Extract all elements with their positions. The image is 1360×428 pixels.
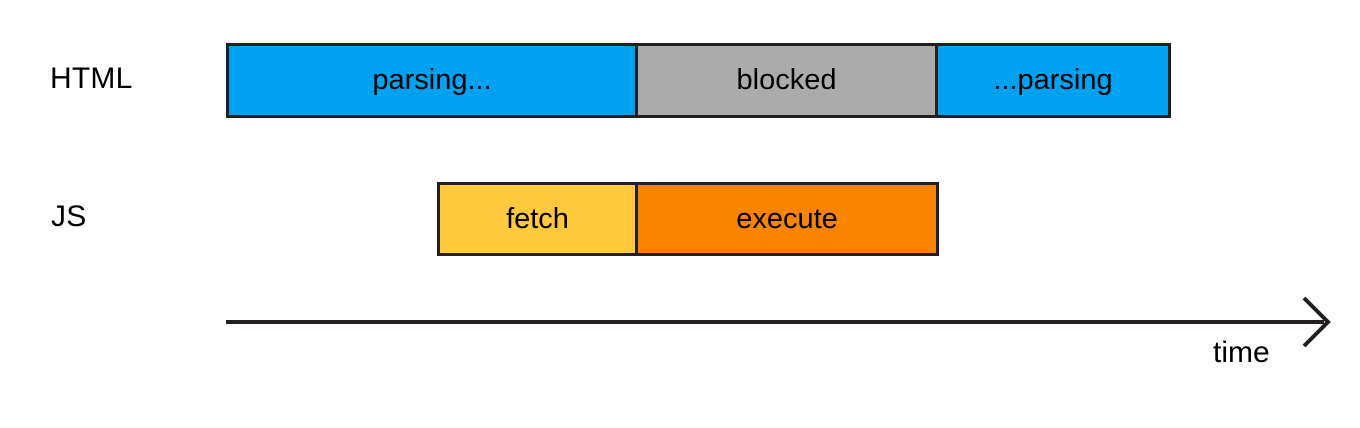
segment-label: ...parsing: [993, 64, 1113, 96]
segment-label: execute: [736, 202, 838, 235]
segment-blocked: blocked: [635, 43, 938, 118]
row-label-js: JS: [51, 200, 87, 233]
segment-parsing-before: parsing...: [226, 43, 638, 118]
arrow-right-icon: [226, 296, 1331, 348]
axis-arrowhead: [1302, 296, 1331, 348]
segment-label: parsing...: [372, 64, 492, 96]
time-axis: [226, 296, 1331, 360]
row-label-html: HTML: [50, 62, 133, 95]
time-axis-label: time: [1213, 336, 1270, 369]
segment-execute: execute: [635, 182, 939, 256]
segment-fetch: fetch: [437, 182, 638, 256]
segment-label: blocked: [736, 64, 837, 96]
timeline-track-js: fetch execute: [437, 182, 939, 256]
segment-label: fetch: [506, 202, 569, 235]
timeline-track-html: parsing... blocked ...parsing: [226, 43, 1171, 118]
segment-parsing-after: ...parsing: [935, 43, 1171, 118]
